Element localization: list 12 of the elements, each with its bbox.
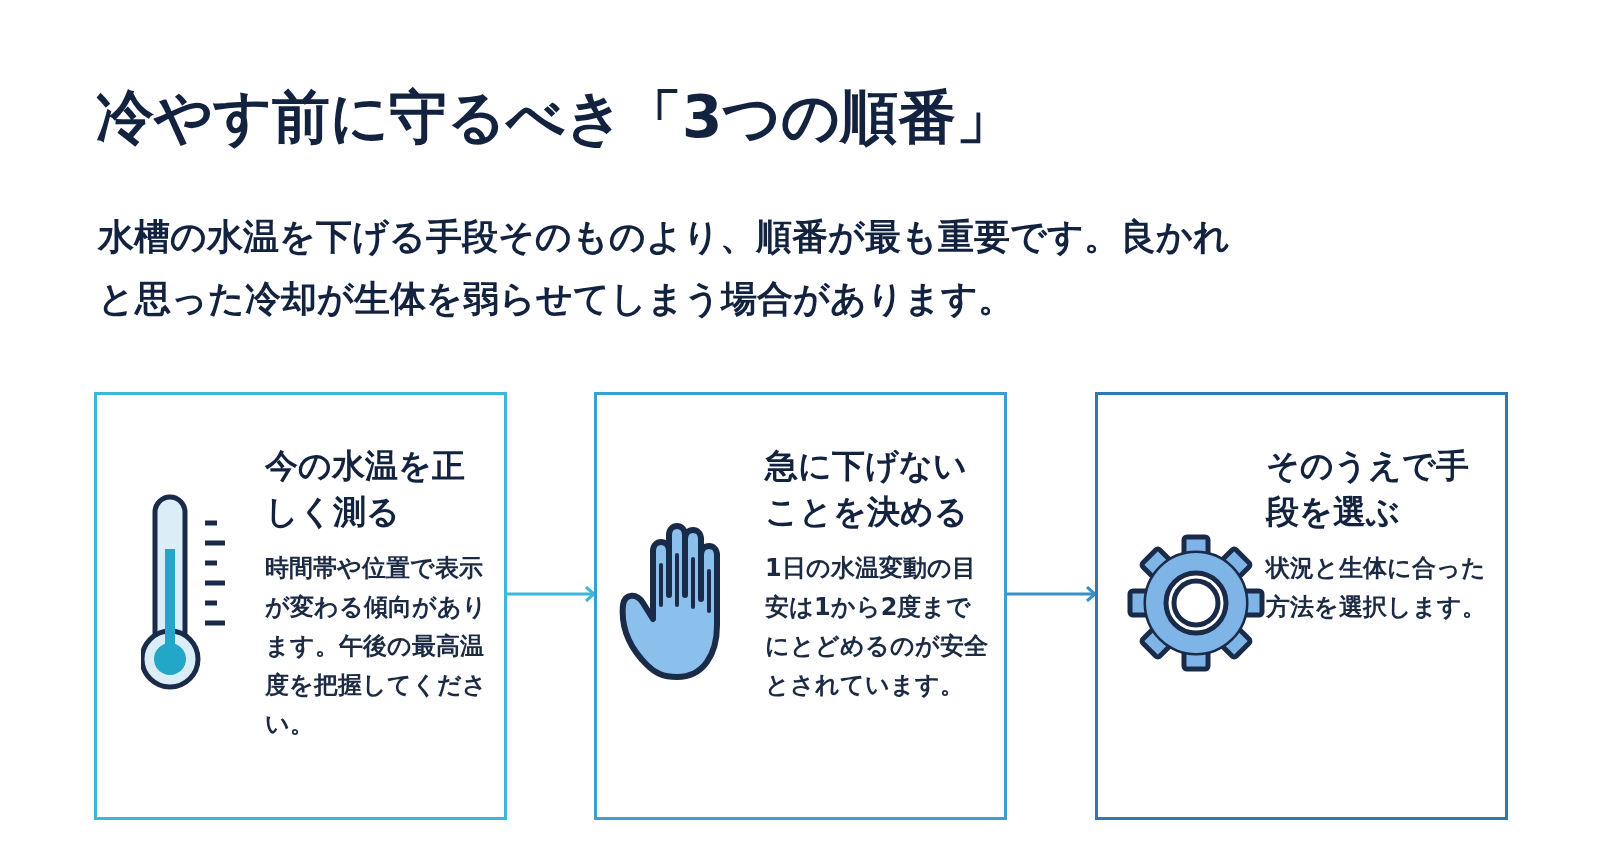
step-description: 時間帯や位置で表示が変わる傾向があります。午後の最高温度を把握してください。 <box>265 553 488 740</box>
step-description: 1日の水温変動の目安は1から2度までにとどめるのが安全とされています。 <box>765 553 989 701</box>
caption: 水槽の水温を下げる手段そのものより、順番が最も重要です。良かれと思った冷却が生体を弱らせてしまう場合があります。 <box>98 215 1231 321</box>
step-heading: 急に下げないことを決める <box>765 445 969 533</box>
step-heading: 今の水温を正しく測る <box>265 445 466 533</box>
arrow <box>507 585 596 603</box>
step-card <box>94 392 507 820</box>
step-heading: そのうえで手段を選ぶ <box>1266 445 1470 533</box>
arrow <box>1007 585 1097 603</box>
step-card <box>594 392 1007 820</box>
step-description: 状況と生体に合った方法を選択します。 <box>1266 553 1487 623</box>
step-card <box>1095 392 1508 820</box>
